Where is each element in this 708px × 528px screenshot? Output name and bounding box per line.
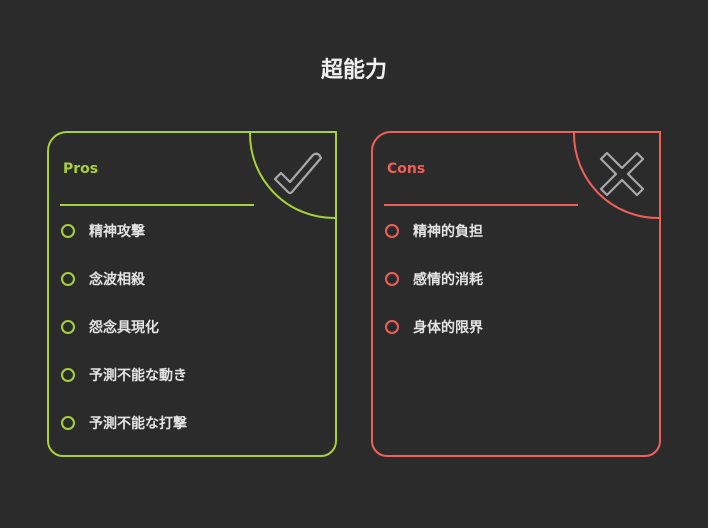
pros-heading: Pros — [63, 161, 99, 177]
list-item-label: 予測不能な動き — [89, 368, 187, 384]
list-item-label: 身体的限界 — [413, 320, 483, 336]
list-item-label: 精神攻撃 — [89, 224, 145, 240]
list-item: 予測不能な打撃 — [61, 413, 187, 433]
bullet-circle-icon — [385, 272, 399, 286]
list-item-label: 精神的負担 — [413, 224, 483, 240]
list-item: 身体的限界 — [385, 317, 483, 337]
cons-card: Cons 精神的負担感情的消耗身体的限界 — [371, 131, 661, 457]
bullet-circle-icon — [385, 320, 399, 334]
list-item-label: 感情的消耗 — [413, 272, 483, 288]
list-item: 精神的負担 — [385, 221, 483, 241]
list-item: 怨念具現化 — [61, 317, 159, 337]
list-item-label: 怨念具現化 — [89, 320, 159, 336]
list-item-label: 予測不能な打撃 — [89, 416, 187, 432]
list-item-label: 念波相殺 — [89, 272, 145, 288]
cross-icon — [599, 151, 645, 197]
bullet-circle-icon — [385, 224, 399, 238]
divider — [384, 204, 578, 206]
bullet-circle-icon — [61, 272, 75, 286]
list-item: 感情的消耗 — [385, 269, 483, 289]
bullet-circle-icon — [61, 224, 75, 238]
list-item: 精神攻撃 — [61, 221, 145, 241]
cons-heading: Cons — [387, 161, 426, 177]
bullet-circle-icon — [61, 320, 75, 334]
list-item: 念波相殺 — [61, 269, 145, 289]
checkmark-icon — [273, 152, 323, 195]
pros-card: Pros 精神攻撃念波相殺怨念具現化予測不能な動き予測不能な打撃 — [47, 131, 337, 457]
bullet-circle-icon — [61, 368, 75, 382]
divider — [60, 204, 254, 206]
list-item: 予測不能な動き — [61, 365, 187, 385]
page-title: 超能力 — [320, 58, 387, 83]
bullet-circle-icon — [61, 416, 75, 430]
